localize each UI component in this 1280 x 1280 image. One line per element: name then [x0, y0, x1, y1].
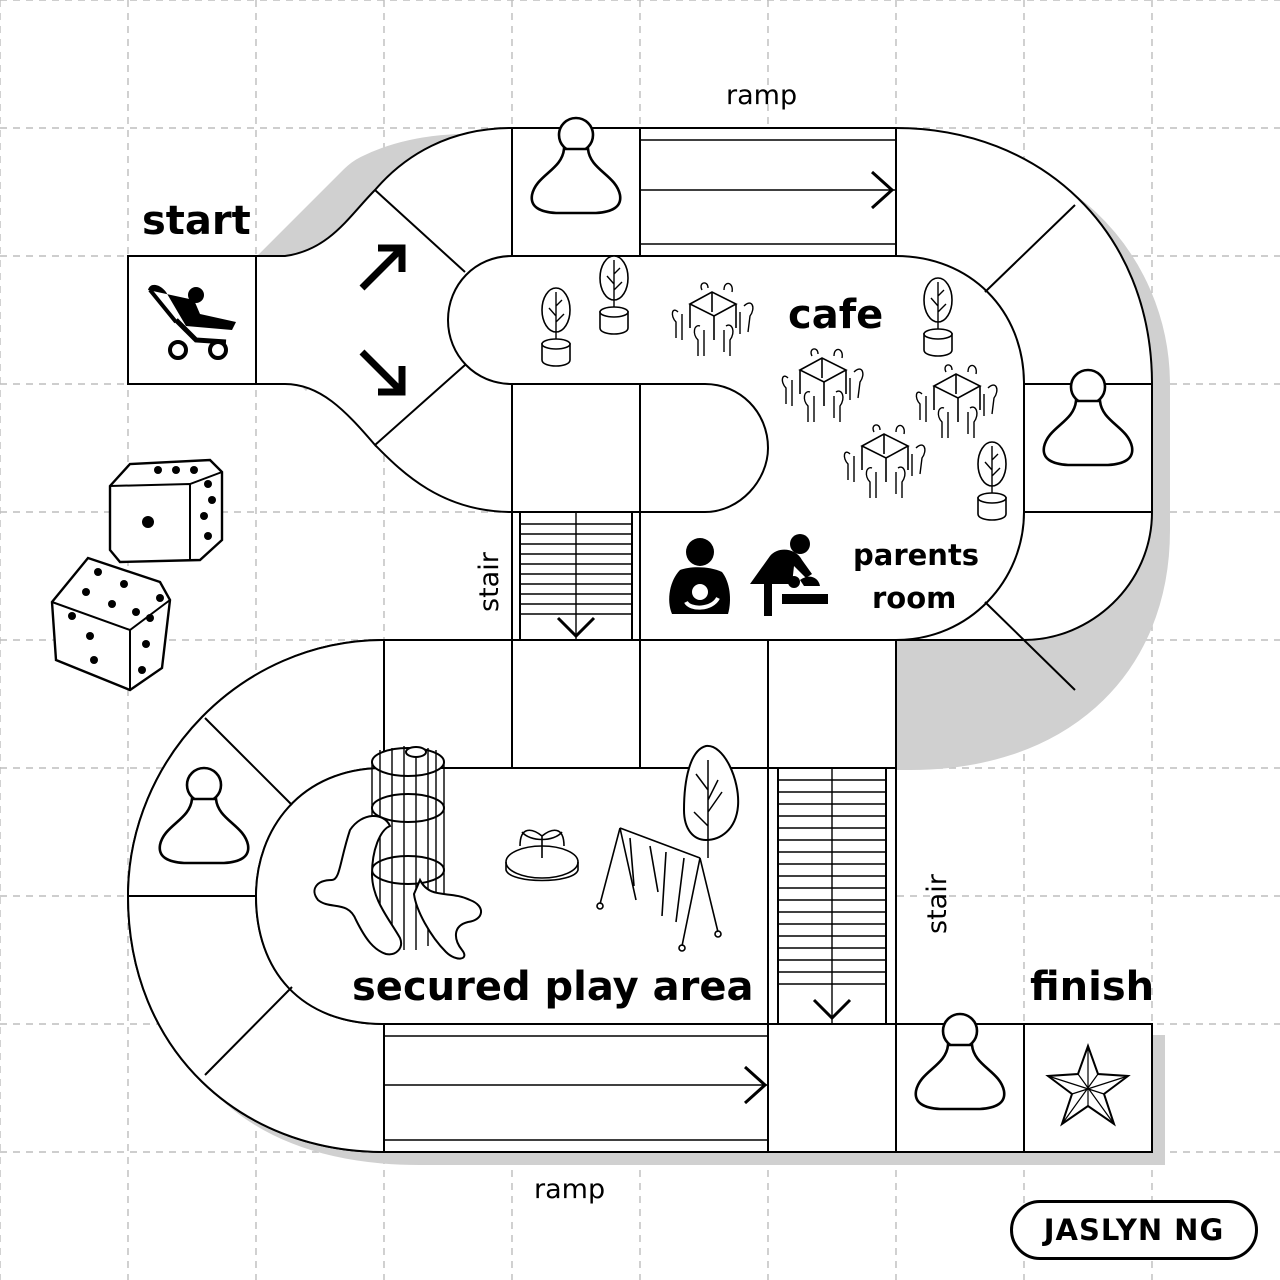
tree-icon: [682, 744, 740, 858]
ramp-top-label: ramp: [726, 80, 797, 111]
stair-right-label: stair: [922, 873, 953, 934]
merry-go-round-icon: [505, 829, 579, 882]
stair-top-steps: [519, 511, 633, 641]
start-label: start: [142, 198, 251, 244]
play-area-label: secured play area: [352, 964, 753, 1010]
parents-room-label-line1: parents: [853, 538, 979, 572]
playground-tower-icon: [313, 746, 482, 960]
parents-room-label-line2: room: [872, 581, 956, 615]
swing-icon: [596, 827, 722, 952]
play-area-island: [254, 767, 769, 1025]
ramp-bottom-label: ramp: [534, 1174, 605, 1205]
arrow-icon: [359, 244, 406, 396]
dice-icon: [50, 458, 224, 692]
signature-tag: JASLYN NG: [1010, 1200, 1258, 1260]
stroller-icon: [148, 284, 236, 360]
ramp-bottom: [384, 1035, 768, 1141]
star-icon: [1045, 1043, 1131, 1127]
cafe-label: cafe: [788, 292, 883, 338]
diaper-change-icon: [750, 534, 828, 616]
breastfeeding-icon: [669, 538, 730, 614]
ramp-top: [640, 139, 896, 245]
stair-left-label: stair: [474, 551, 505, 612]
stair-bottom-steps: [777, 767, 887, 1025]
cafe-island: [446, 255, 1025, 641]
finish-label: finish: [1030, 964, 1154, 1010]
